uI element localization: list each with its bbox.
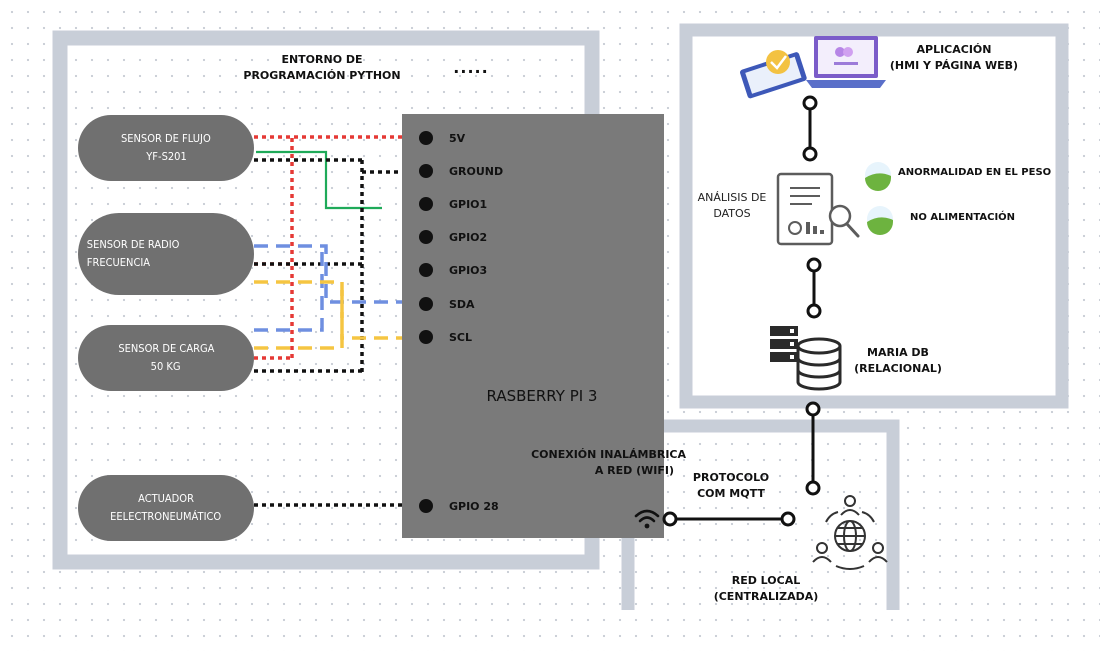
environment-ellipsis: ..... bbox=[453, 58, 489, 77]
pin-gpio2-label: GPIO2 bbox=[449, 230, 488, 244]
mqtt-protocol-label: PROTOCOLO COM MQTT bbox=[686, 470, 776, 502]
data-flow-connectors bbox=[662, 95, 822, 527]
pin-gpio1: GPIO1 bbox=[419, 197, 487, 211]
environment-title-line1: ENTORNO DE bbox=[281, 53, 363, 66]
pin-gpio2-dot bbox=[419, 230, 433, 244]
pin-gpio2: GPIO2 bbox=[419, 230, 487, 244]
pin-ground-dot bbox=[419, 164, 433, 178]
pin-gpio3: GPIO3 bbox=[419, 263, 487, 277]
alert-feeding-label: NO ALIMENTACIÓN bbox=[910, 212, 1016, 223]
pin-gpio28: GPIO 28 bbox=[419, 499, 499, 513]
network-line1: RED LOCAL bbox=[731, 574, 801, 587]
pin-5v: 5V bbox=[419, 131, 465, 145]
wifi-icon bbox=[634, 509, 660, 529]
pin-sda: SDA bbox=[419, 297, 475, 311]
pin-gpio3-label: GPIO3 bbox=[449, 263, 488, 277]
sensor-wiring bbox=[254, 135, 402, 507]
rf-sensor: SENSOR DE RADIO FRECUENCIA bbox=[78, 213, 254, 295]
database-label: MARIA DB (RELACIONAL) bbox=[848, 345, 948, 377]
pin-5v-label: 5V bbox=[449, 131, 466, 145]
protocol-line1: PROTOCOLO bbox=[692, 471, 770, 484]
actuator-label-line1: ACTUADOR bbox=[138, 492, 194, 506]
pin-5v-dot bbox=[419, 131, 433, 145]
pin-gpio1-label: GPIO1 bbox=[449, 197, 488, 211]
load-sensor-label-line1: SENSOR DE CARGA bbox=[117, 342, 215, 356]
application-line1: APLICACIÓN bbox=[916, 43, 992, 56]
analysis-line1: ANÁLISIS DE bbox=[697, 191, 767, 204]
pneumatic-actuator: ACTUADOR EELECTRONEUMÁTICO bbox=[78, 475, 254, 541]
wireless-label-line1: CONEXIÓN INALÁMBRICA bbox=[531, 448, 686, 461]
pin-gpio28-label: GPIO 28 bbox=[449, 499, 499, 513]
local-network-label: RED LOCAL (CENTRALIZADA) bbox=[706, 573, 826, 605]
pin-ground-label: GROUND bbox=[449, 164, 504, 178]
database-icon bbox=[770, 326, 842, 391]
application-label: APLICACIÓN (HMI Y PÁGINA WEB) bbox=[884, 42, 1024, 74]
network-globe-icon bbox=[812, 495, 888, 570]
pin-scl-label: SCL bbox=[449, 330, 473, 344]
database-line1: MARIA DB bbox=[867, 346, 929, 359]
alert-feeding-icon bbox=[867, 206, 893, 235]
pin-gpio1-dot bbox=[419, 197, 433, 211]
pin-scl-dot bbox=[419, 330, 433, 344]
flow-sensor-label-line2: YF-S201 bbox=[145, 150, 187, 163]
load-sensor: SENSOR DE CARGA 50 KG bbox=[78, 325, 254, 391]
pin-ground: GROUND bbox=[419, 164, 503, 178]
laptop-app-icon bbox=[740, 36, 886, 99]
alert-weight-label: ANORMALIDAD EN EL PESO bbox=[898, 167, 1052, 178]
actuator-label-line2: EELECTRONEUMÁTICO bbox=[110, 510, 222, 523]
flow-sensor: SENSOR DE FLUJO YF-S201 bbox=[78, 115, 254, 181]
pin-sda-dot bbox=[419, 297, 433, 311]
raspberry-title: RASBERRY PI 3 bbox=[486, 387, 598, 405]
application-line2: (HMI Y PÁGINA WEB) bbox=[889, 58, 1019, 72]
pin-gpio3-dot bbox=[419, 263, 433, 277]
pin-scl: SCL bbox=[419, 330, 472, 344]
environment-title: ENTORNO DE PROGRAMACIÓN PYTHON bbox=[232, 52, 412, 84]
report-analysis-icon bbox=[776, 172, 860, 246]
raspberry-pi-board bbox=[402, 114, 664, 538]
alert-weight-icon bbox=[865, 162, 891, 191]
flow-sensor-label-line1: SENSOR DE FLUJO bbox=[121, 132, 211, 146]
pin-sda-label: SDA bbox=[449, 297, 475, 311]
load-sensor-label-line2: 50 KG bbox=[151, 360, 181, 373]
pin-gpio28-dot bbox=[419, 499, 433, 513]
environment-title-line2: PROGRAMACIÓN PYTHON bbox=[243, 68, 401, 82]
wireless-connection-label: CONEXIÓN INALÁMBRICA A RED (WIFI) bbox=[506, 447, 686, 479]
network-line2: (CENTRALIZADA) bbox=[713, 589, 819, 603]
data-analysis-label: ANÁLISIS DE DATOS bbox=[690, 190, 774, 222]
wireless-label-line2: A RED (WIFI) bbox=[594, 463, 674, 477]
database-line2: (RELACIONAL) bbox=[854, 361, 942, 375]
analysis-line2: DATOS bbox=[713, 206, 751, 220]
protocol-line2: COM MQTT bbox=[697, 486, 765, 500]
rf-sensor-label: SENSOR DE RADIO FRECUENCIA bbox=[86, 238, 180, 269]
